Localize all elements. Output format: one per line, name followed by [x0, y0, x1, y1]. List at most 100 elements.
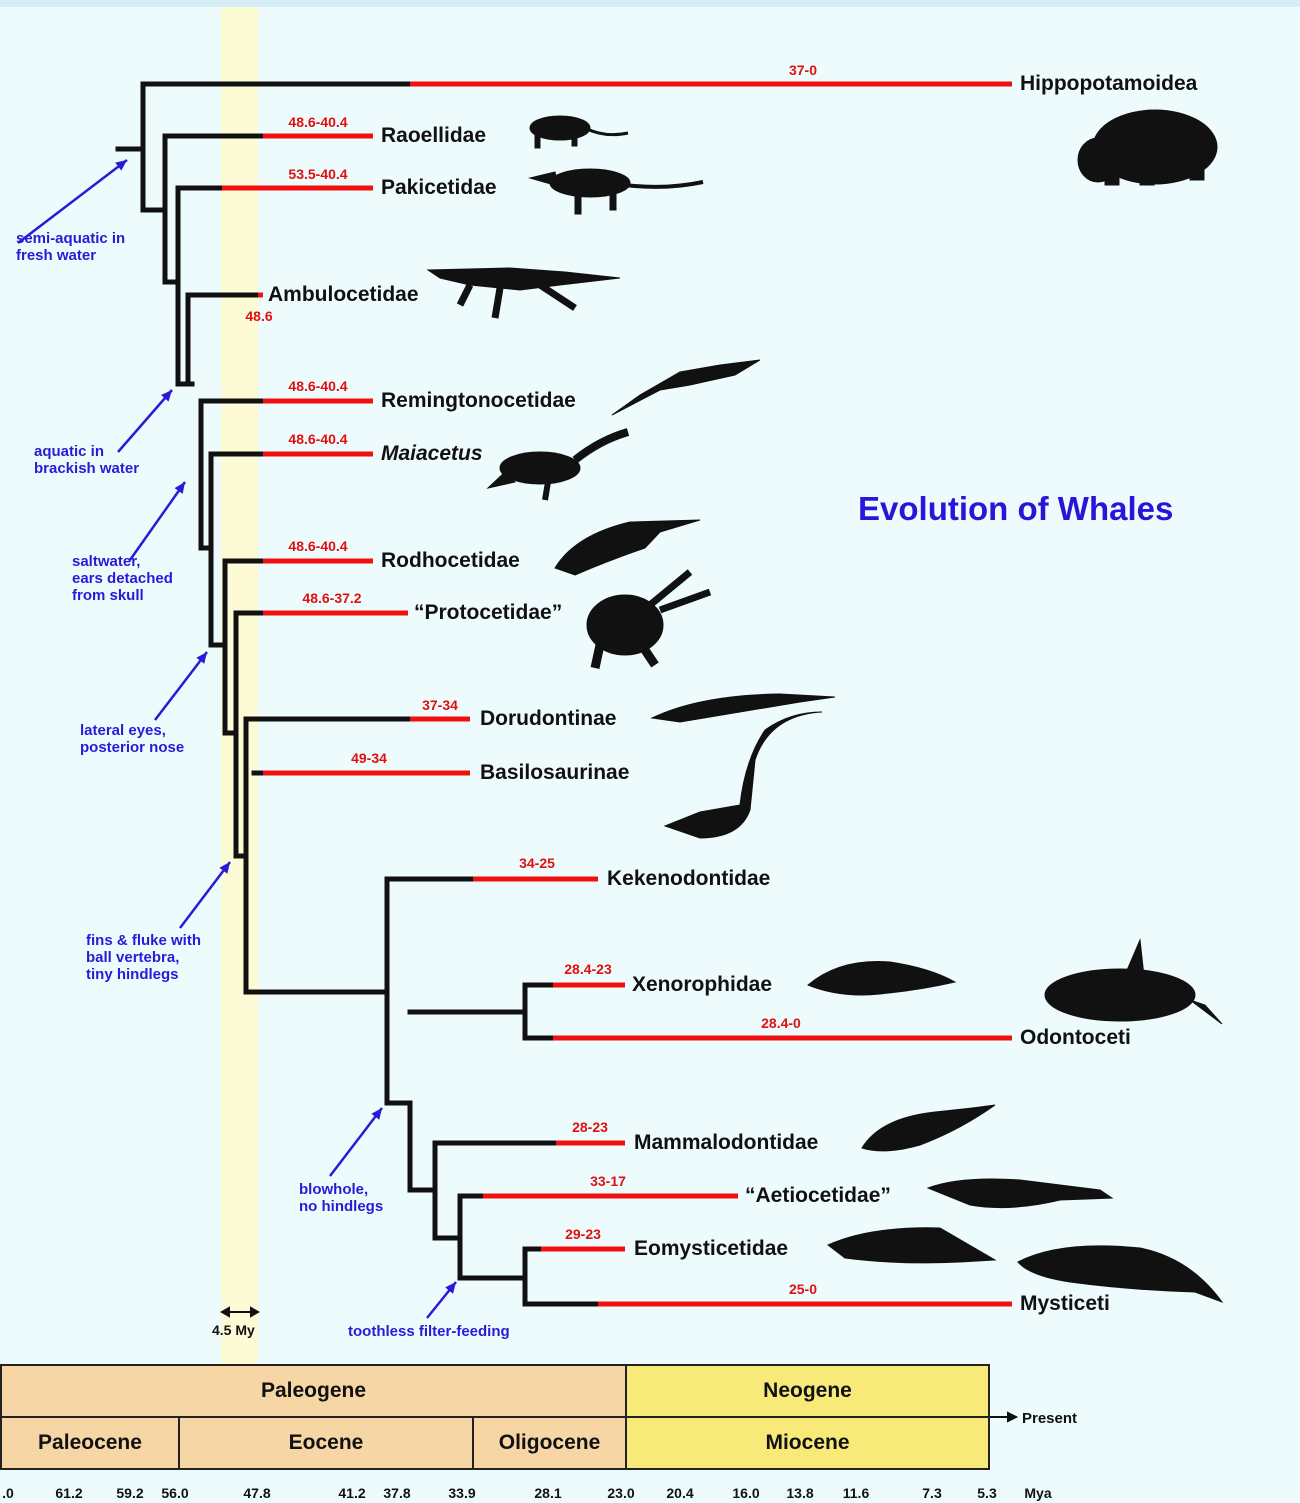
taxon-label-mysti: Mysticeti: [1020, 1293, 1110, 1314]
epoch-paleocene: Paleocene: [0, 1416, 180, 1470]
note-blowhole: blowhole,no hindlegs: [299, 1181, 383, 1215]
tick-label: 28.1: [534, 1485, 561, 1501]
hippo-silhouette: [1078, 110, 1217, 185]
pakicetidae-silhouette: [530, 169, 703, 214]
geologic-timescale: Paleogene Neogene Paleocene Eocene Oligo…: [0, 1364, 990, 1470]
range-label-xeno: 28.4-23: [564, 962, 611, 976]
tick-label: 13.8: [786, 1485, 813, 1501]
diagram-title: Evolution of Whales: [858, 490, 1173, 528]
ambulocetidae-silhouette: [428, 268, 620, 318]
range-label-maia: 48.6-40.4: [288, 432, 347, 446]
note-toothless: toothless filter-feeding: [348, 1323, 510, 1340]
taxon-label-aetio: “Aetiocetidae”: [745, 1185, 891, 1206]
tick-label: 59.2: [116, 1485, 143, 1501]
range-label-doru: 37-34: [422, 698, 458, 712]
taxon-label-keke: Kekenodontidae: [607, 868, 770, 889]
tick-label: 20.4: [666, 1485, 693, 1501]
period-paleogene: Paleogene: [0, 1364, 627, 1418]
tick-label: 41.2: [338, 1485, 365, 1501]
tick-label: 16.0: [732, 1485, 759, 1501]
taxon-label-maia: Maiacetus: [381, 443, 483, 464]
taxon-label-rodho: Rodhocetidae: [381, 550, 520, 571]
taxon-label-mammalo: Mammalodontidae: [634, 1132, 818, 1153]
scale-label: 4.5 My: [212, 1322, 255, 1338]
range-label-hippo: 37-0: [789, 63, 817, 77]
range-label-mysti: 25-0: [789, 1282, 817, 1296]
tick-label: 7.3: [922, 1485, 941, 1501]
taxon-label-raoel: Raoellidae: [381, 125, 486, 146]
tick-label: 5.3: [977, 1485, 996, 1501]
arrow-saltwater: [130, 482, 185, 560]
present-arrow: [990, 1413, 1016, 1421]
taxon-label-hippo: Hippopotamoidea: [1020, 73, 1197, 94]
taxon-label-ambulo: Ambulocetidae: [268, 284, 419, 305]
tick-label: 33.9: [448, 1485, 475, 1501]
period-neogene: Neogene: [625, 1364, 990, 1418]
basilosaurinae-silhouette: [665, 712, 822, 838]
arrow-blowhole: [330, 1108, 382, 1176]
tick-label: 61.2: [55, 1485, 82, 1501]
taxon-label-doru: Dorudontinae: [480, 708, 617, 729]
rodhocetidae-silhouette: [555, 520, 700, 575]
range-label-proto: 48.6-37.2: [302, 591, 361, 605]
branch-rodhocetidae: [225, 561, 263, 733]
arrow-toothless: [427, 1282, 456, 1318]
range-label-basilo: 49-34: [351, 751, 387, 765]
maiacetus-silhouette: [488, 432, 628, 500]
range-label-ambulo: 48.6: [245, 309, 272, 323]
taxon-label-remi: Remingtonocetidae: [381, 390, 576, 411]
taxon-label-basilo: Basilosaurinae: [480, 762, 629, 783]
range-label-mammalo: 28-23: [572, 1120, 608, 1134]
mammalodontidae-silhouette: [862, 1105, 995, 1151]
raoellidae-silhouette: [530, 116, 628, 148]
eomysticetidae-silhouette: [828, 1228, 995, 1263]
branch-aetiocetidae: [460, 1196, 525, 1278]
branch-eomysticetidae: [525, 1249, 598, 1304]
branch-xenorophidae: [525, 985, 553, 1038]
epoch-miocene: Miocene: [625, 1416, 990, 1470]
dorudontinae-silhouette: [652, 694, 835, 722]
tick-label: 23.0: [607, 1485, 634, 1501]
range-label-eomy: 29-23: [565, 1227, 601, 1241]
taxon-label-xeno: Xenorophidae: [632, 974, 772, 995]
taxon-label-eomy: Eomysticetidae: [634, 1238, 788, 1259]
range-label-raoel: 48.6-40.4: [288, 115, 347, 129]
taxon-label-odonto: Odontoceti: [1020, 1027, 1131, 1048]
note-lateral-eyes: lateral eyes,posterior nose: [80, 722, 184, 756]
branch-baleen-stem: [410, 1103, 435, 1190]
branch-pakicetidae: [178, 188, 222, 384]
taxon-label-paki: Pakicetidae: [381, 177, 497, 198]
range-label-rodho: 48.6-40.4: [288, 539, 347, 553]
present-label: Present: [1022, 1410, 1077, 1427]
protocetidae-silhouette: [587, 572, 710, 668]
range-label-odonto: 28.4-0: [761, 1016, 801, 1030]
tick-label: 56.0: [161, 1485, 188, 1501]
arrow-fins: [180, 862, 230, 928]
arrow-lateral-eyes: [155, 652, 207, 720]
taxon-label-proto: “Protocetidae”: [414, 602, 562, 623]
range-label-keke: 34-25: [519, 856, 555, 870]
epoch-eocene: Eocene: [178, 1416, 474, 1470]
branch-kekenodontidae: [387, 879, 473, 1103]
branch-mammalodontidae: [435, 1143, 556, 1238]
aetiocetidae-silhouette: [928, 1179, 1112, 1208]
tick-label: .0: [2, 1485, 14, 1501]
tick-label: 47.8: [243, 1485, 270, 1501]
unit-label: Mya: [1024, 1485, 1051, 1501]
tick-label: 37.8: [383, 1485, 410, 1501]
epoch-oligocene: Oligocene: [472, 1416, 627, 1470]
tick-label: 11.6: [843, 1485, 869, 1501]
range-label-remi: 48.6-40.4: [288, 379, 347, 393]
branch-hippo-split: [143, 84, 410, 210]
odontoceti-silhouette: [1045, 940, 1222, 1024]
xenorophidae-silhouette: [808, 961, 955, 994]
range-label-aetio: 33-17: [590, 1174, 626, 1188]
range-label-paki: 53.5-40.4: [288, 167, 347, 181]
branch-protocetidae: [236, 613, 263, 856]
scale-bar: [222, 1308, 258, 1316]
